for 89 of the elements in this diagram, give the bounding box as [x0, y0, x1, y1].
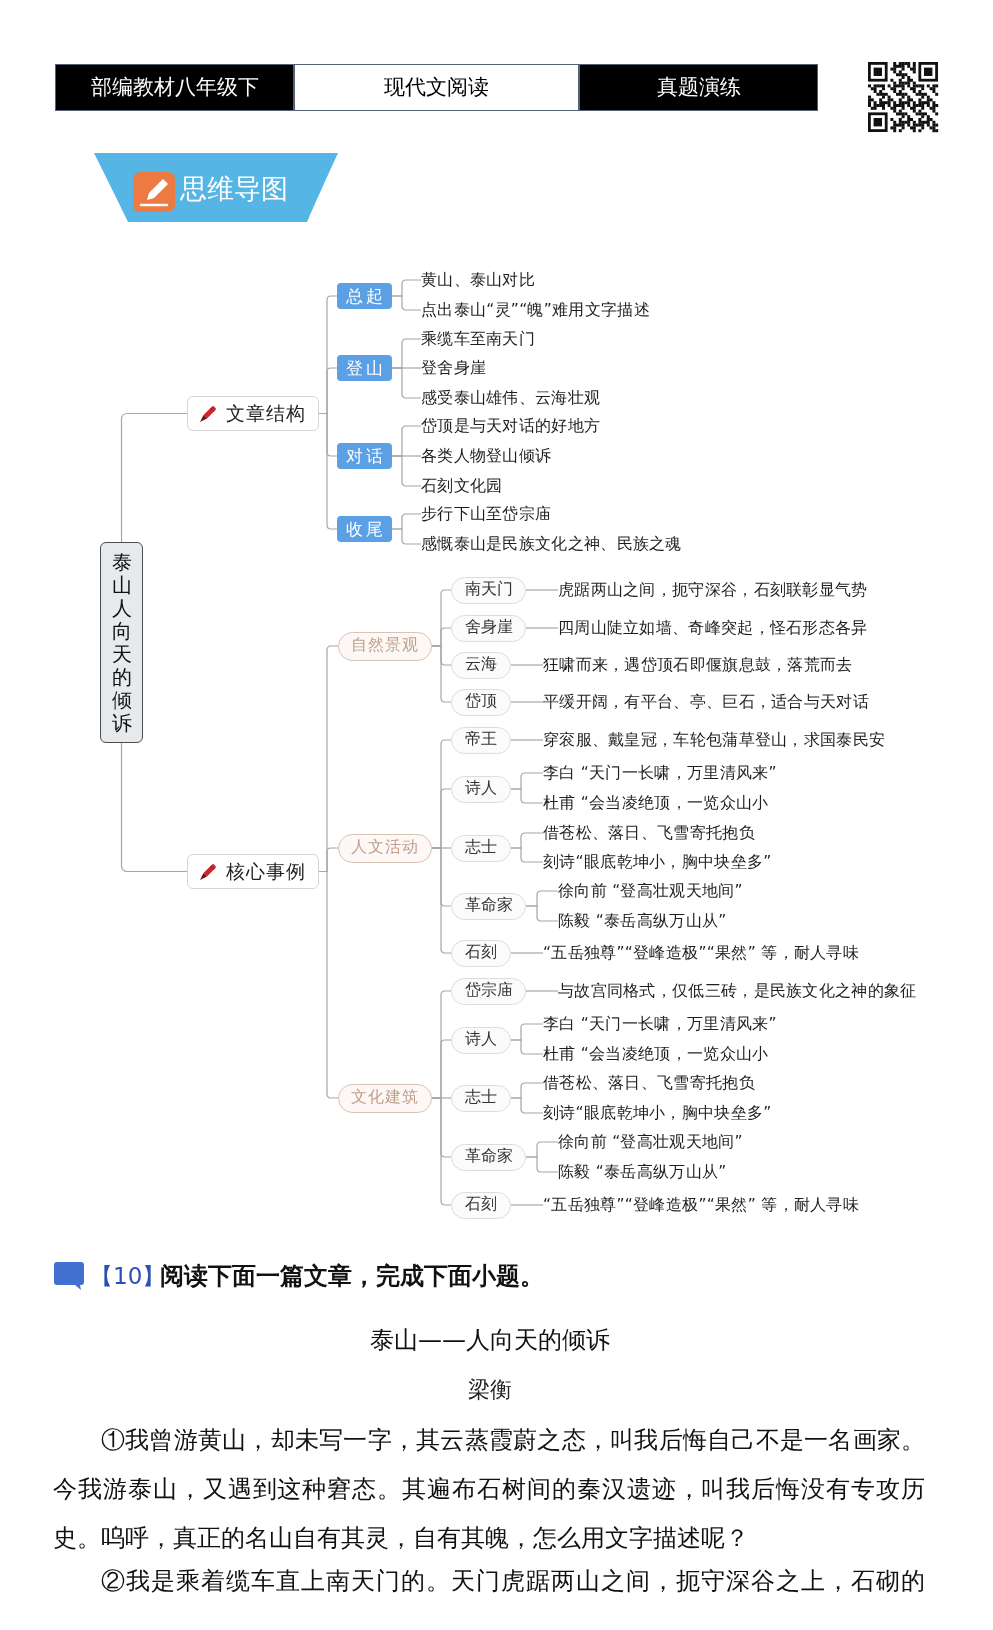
header-tab: 真题演练 [579, 64, 818, 111]
category-box: 总起 [337, 283, 392, 309]
item-pill: 志士 [451, 1084, 511, 1112]
detail-text: 徐向前 “登高壮观天地间” [558, 1132, 743, 1152]
connector-line [431, 645, 452, 703]
author-name: 梁衡 [468, 1376, 512, 1404]
root-box: 泰山人向天的倾诉 [100, 542, 143, 743]
detail-text: 点出泰山“灵”“魄”难用文字描述 [421, 300, 650, 320]
connector-line [525, 990, 559, 992]
branch-title: 文章结构 [226, 401, 306, 426]
connector-line [510, 1204, 544, 1206]
item-pill: 革命家 [451, 892, 526, 920]
connector-line [120, 412, 188, 543]
header-tab: 部编教材八年级下 [55, 64, 294, 111]
connector-line [510, 701, 544, 703]
detail-text: 黄山、泰山对比 [421, 270, 536, 290]
connector-line [525, 627, 559, 629]
connector-line [510, 664, 544, 666]
title-text: 思维导图 [180, 172, 288, 206]
article-title: 泰山——人向天的倾诉 [370, 1325, 610, 1356]
item-pill: 诗人 [451, 775, 511, 803]
detail-text: 穿衮服、戴皇冠，车轮包蒲草登山，求国泰民安 [543, 730, 886, 750]
detail-text: 岱顶是与天对话的好地方 [421, 416, 601, 436]
detail-text: 感受泰山雄伟、云海壮观 [421, 388, 601, 408]
detail-text: 各类人物登山倾诉 [421, 446, 552, 466]
body-paragraph: ①我曾游黄山，却未写一字，其云蒸霞蔚之态，叫我后悔自己不是一名画家。今我游泰山，又遇到这种窘态。其遍布石树间的秦汉遗迹，叫我后悔没有专攻历史。呜呼，真正的名山自有其灵，自有其魄，怎么用文字描述呢？ [53, 1425, 925, 1554]
detail-text: 刻诗“眼底乾坤小，胸中块垒多” [543, 1103, 772, 1123]
detail-text: 借苍松、落日、飞雪寄托抱负 [543, 823, 755, 843]
detail-text: “五岳独尊”“登峰造极”“果然” 等，耐人寻味 [543, 943, 859, 963]
category-box: 对话 [337, 443, 392, 469]
item-pill: 岱宗庙 [451, 977, 526, 1005]
connector-line [391, 367, 422, 399]
connector-line [120, 742, 188, 873]
item-pill: 石刻 [451, 939, 511, 967]
detail-text: 借苍松、落日、飞雪寄托抱负 [543, 1073, 755, 1093]
body-paragraph: ②我是乘着缆车直上南天门的。天门虎踞两山之间，扼守深谷之上，石砌的 [100, 1566, 925, 1597]
connector-line [431, 1097, 452, 1206]
item-pill: 诗人 [451, 1026, 511, 1054]
item-pill: 南天门 [451, 576, 526, 604]
connector-line [510, 739, 544, 741]
detail-text: 石刻文化园 [421, 476, 503, 496]
branch-box [187, 396, 319, 431]
detail-text: 刻诗“眼底乾坤小，胸中块垒多” [543, 852, 772, 872]
connector-line [318, 870, 339, 1099]
connector-line [510, 847, 544, 863]
category-pill: 人文活动 [338, 833, 432, 863]
item-pill: 革命家 [451, 1143, 526, 1171]
item-pill: 岱顶 [451, 688, 511, 716]
connector-line [525, 1156, 559, 1173]
connector-line [510, 952, 544, 954]
connector-line [510, 1097, 544, 1114]
detail-text: 杜甫 “会当凌绝顶，一览众山小 [543, 1044, 769, 1064]
branch-box [187, 854, 319, 889]
item-pill: 石刻 [451, 1191, 511, 1219]
detail-text: 徐向前 “登高壮观天地间” [558, 881, 743, 901]
detail-text: 李白 “天门一长啸，万里清风来” [543, 763, 777, 783]
detail-text: 步行下山至岱宗庙 [421, 504, 552, 524]
header-tab: 现代文阅读 [294, 64, 579, 111]
connector-line [510, 1039, 544, 1055]
connector-line [318, 412, 338, 530]
detail-text: 陈毅 “泰岳高纵万山从” [558, 911, 727, 931]
detail-text: 感慨泰山是民族文化之神、民族之魂 [421, 534, 682, 554]
connector-line [391, 455, 422, 487]
item-pill: 舍身崖 [451, 614, 526, 642]
detail-text: 陈毅 “泰岳高纵万山从” [558, 1162, 727, 1182]
detail-text: 乘缆车至南天门 [421, 329, 536, 349]
detail-text: 李白 “天门一长啸，万里清风来” [543, 1014, 777, 1034]
item-pill: 云海 [451, 651, 511, 679]
category-pill: 文化建筑 [338, 1083, 432, 1113]
detail-text: 四周山陡立如墙、奇峰突起，怪石形态各异 [558, 618, 868, 638]
detail-text: 虎踞两山之间，扼守深谷，石刻联彰显气势 [558, 580, 868, 600]
connector-line [391, 528, 422, 545]
category-box: 收尾 [337, 516, 392, 542]
detail-text: “五岳独尊”“登峰造极”“果然” 等，耐人寻味 [543, 1195, 859, 1215]
branch-title: 核心事例 [226, 859, 306, 884]
item-pill: 帝王 [451, 726, 511, 754]
connector-line [431, 847, 452, 954]
detail-text: 杜甫 “会当凌绝顶，一览众山小 [543, 793, 769, 813]
connector-line [510, 788, 544, 804]
detail-text: 与故宫同格式，仅低三砖，是民族文化之神的象征 [558, 981, 917, 1001]
connector-line [525, 905, 559, 922]
category-pill: 自然景观 [338, 631, 432, 661]
item-pill: 志士 [451, 834, 511, 862]
connector-line [391, 295, 422, 311]
detail-text: 登舍身崖 [421, 358, 487, 378]
detail-text: 狂啸而来，遇岱顶石即偃旗息鼓，落荒而去 [543, 655, 853, 675]
detail-text: 平缓开阔，有平台、亭、巨石，适合与天对话 [543, 692, 869, 712]
category-box: 登山 [337, 355, 392, 381]
connector-line [525, 589, 559, 591]
